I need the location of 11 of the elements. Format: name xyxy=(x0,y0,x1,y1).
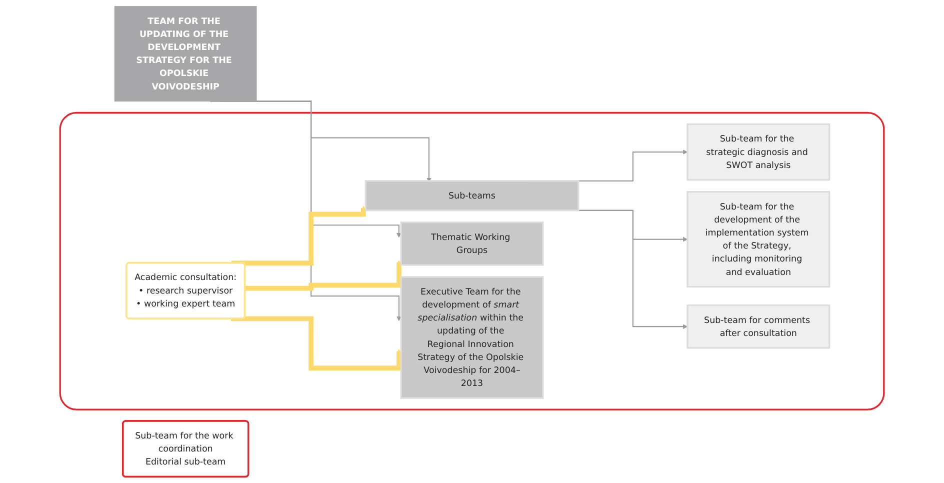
node-box: Sub-teams xyxy=(364,180,580,212)
cluster xyxy=(59,112,885,410)
arrow xyxy=(232,206,366,266)
node-box: Thematic Working Groups xyxy=(400,222,544,266)
arrow xyxy=(245,260,402,291)
arrow xyxy=(230,316,402,371)
node-box: Sub-team for the development of the implementation system of the Strategy, including monitoring and evaluation xyxy=(686,191,830,288)
node-box: TEAM FOR THE UPDATING OF THE DEVELOPMENT STRATEGY FOR THE OPOLSKIE VOIVODESHIP xyxy=(114,6,257,102)
node-box: Sub-team for the strategic diagnosis and SWOT analysis xyxy=(686,123,830,181)
node-box: Executive Team for the development of smart specialisation within the updating of the Regional Innovation Strategy of the Opolskie Voivodeship for 2004–2013 xyxy=(400,276,544,399)
node-box: Sub-team for comments after consultation xyxy=(686,304,830,349)
